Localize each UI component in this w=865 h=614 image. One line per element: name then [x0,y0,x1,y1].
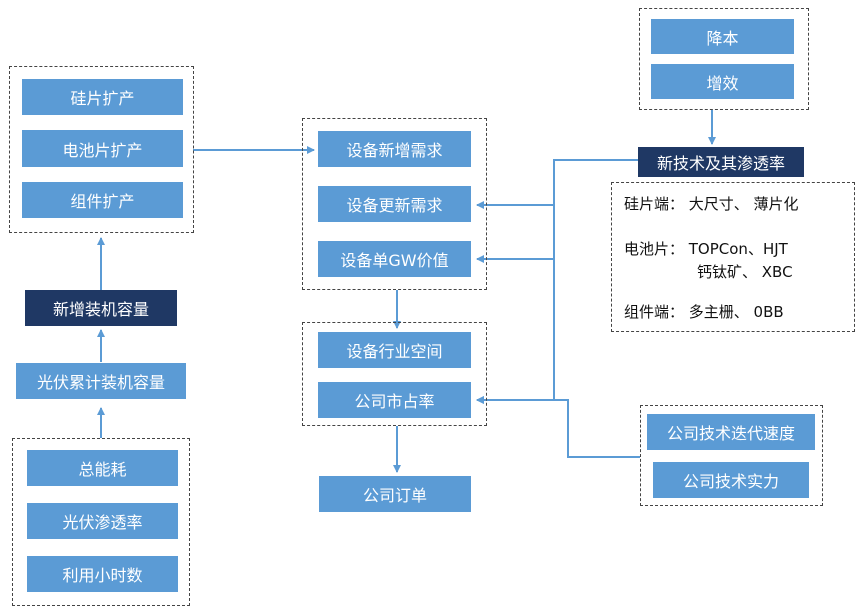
pv-penetration-box: 光伏渗透率 [27,503,178,539]
cell-tech-text-line1: 电池片： TOPCon、HJT [624,240,788,258]
arrow-company-tech-to-market-share [476,396,640,458]
capacity-expansion-group [9,66,194,233]
equipment-demand-group [302,118,487,290]
market-group [302,322,487,426]
tech-detail-group [611,182,855,332]
utilization-hours-box: 利用小时数 [27,556,178,592]
cost-efficiency-group [639,8,809,110]
tech-strength-box: 公司技术实力 [653,462,809,498]
new-equipment-demand-box: 设备新增需求 [318,131,471,167]
tech-iteration-speed-box: 公司技术迭代速度 [647,414,815,450]
cell-expansion-box: 电池片扩产 [22,130,183,167]
market-share-box: 公司市占率 [318,382,471,418]
cumulative-installed-capacity-box: 光伏累计装机容量 [16,363,186,399]
total-energy-box: 总能耗 [27,450,178,486]
line-new-tech-trunk [553,159,638,400]
equipment-gw-value-box: 设备单GW价值 [318,241,471,277]
efficiency-increase-box: 增效 [651,64,794,99]
drivers-group-bottom [12,438,190,606]
company-orders-box: 公司订单 [319,476,471,512]
module-expansion-box: 组件扩产 [22,182,183,218]
company-tech-group [640,405,823,506]
cell-tech-text-line2: 钙钛矿、 XBC [697,263,793,281]
wafer-expansion-box: 硅片扩产 [22,79,183,115]
cost-reduction-box: 降本 [651,19,794,54]
new-tech-penetration-box: 新技术及其渗透率 [638,147,804,177]
industry-space-box: 设备行业空间 [318,332,471,368]
new-installed-capacity-box: 新增装机容量 [25,290,177,326]
module-tech-text: 组件端： 多主栅、 0BB [624,303,784,321]
equipment-update-demand-box: 设备更新需求 [318,186,471,222]
wafer-tech-text: 硅片端： 大尺寸、 薄片化 [624,195,799,213]
